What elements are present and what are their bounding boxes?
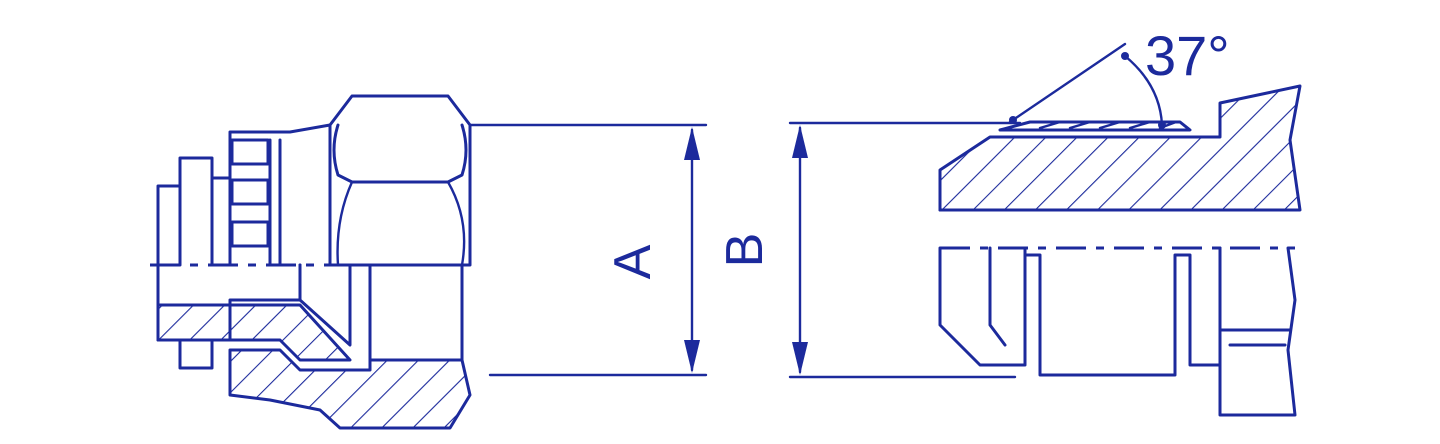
dimension-a: A bbox=[468, 123, 708, 377]
female-swivel-fitting bbox=[150, 94, 472, 430]
angle-indicator: 37° bbox=[1008, 24, 1230, 129]
dimension-b: B bbox=[716, 121, 1022, 379]
nut-lower-outline bbox=[298, 263, 464, 362]
lower-body bbox=[938, 246, 1027, 367]
hatched-nut-section bbox=[228, 348, 472, 430]
hatched-body-section bbox=[938, 84, 1302, 212]
flare-seat bbox=[998, 120, 1192, 132]
hatched-stem-section bbox=[156, 303, 352, 362]
ferrule-grooves bbox=[230, 138, 270, 248]
male-flare-fitting: 37° bbox=[938, 24, 1302, 417]
hex-body bbox=[1218, 246, 1297, 417]
fitting-shoulder bbox=[268, 138, 282, 267]
hex-nut-arc bbox=[336, 180, 466, 267]
thread-lines bbox=[1038, 120, 1178, 130]
stem bbox=[156, 156, 232, 267]
dim-b-label: B bbox=[716, 233, 774, 268]
fitting-body bbox=[228, 123, 332, 267]
thread-root bbox=[1023, 246, 1222, 377]
hex-nut-face bbox=[332, 123, 468, 184]
angle-label: 37° bbox=[1145, 24, 1230, 87]
dim-a-label: A bbox=[604, 244, 662, 279]
